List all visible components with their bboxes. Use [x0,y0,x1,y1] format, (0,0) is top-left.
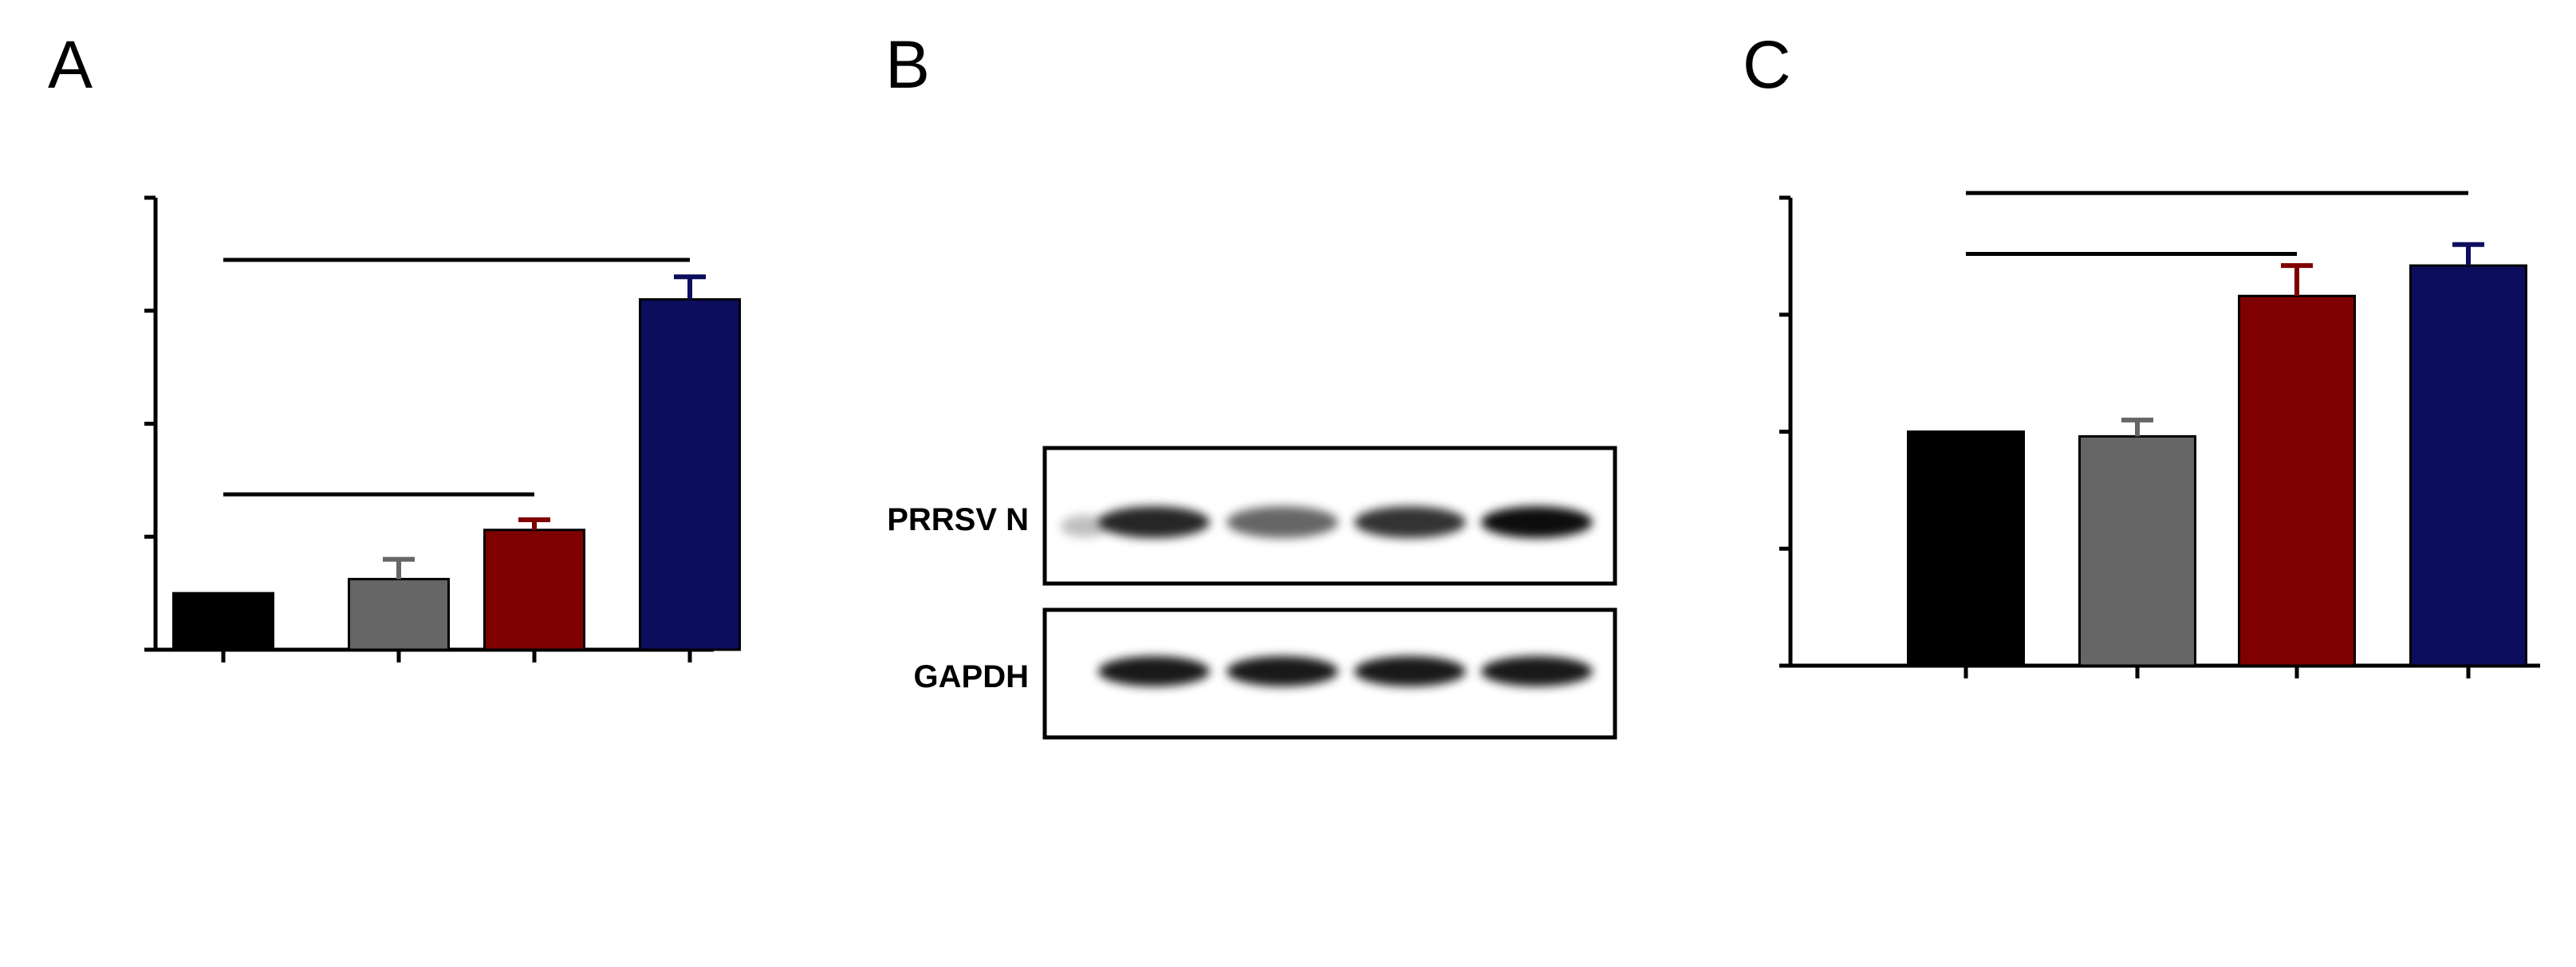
panel-letter-a: A [48,27,93,102]
blot-row-label-gapdh: GAPDH [914,659,1029,694]
band-smear [1061,515,1109,537]
bar-si-ifit3-hp-prrsv [2238,294,2356,667]
band-prrsv-n-hp-prrsv [1098,506,1210,538]
band-gapdh-si-ifit3-hp-prrsv [1354,656,1466,686]
chart-c [1779,191,2540,678]
bar-hp-prrsv [172,592,274,651]
chart-a [144,195,741,662]
blot-row-label-prrsv-n: PRRSV N [887,502,1029,537]
panel-letter-c: C [1743,27,1791,102]
panel-letter-b: B [885,27,930,102]
blot-bands [1061,506,1593,686]
bar-si-ifit5-hp-prrsv [639,298,741,651]
bar-si-nc-hp-prrsv [2078,434,2196,667]
bar-si-nc-hp-prrsv [348,577,450,651]
bar-si-ifit5-hp-prrsv [2409,264,2527,667]
band-prrsv-n-si-ifit3-hp-prrsv [1354,506,1466,538]
band-prrsv-n-si-ifit5-hp-prrsv [1481,506,1593,538]
bar-hp-prrsv [1907,430,2025,667]
band-gapdh-si-nc-hp-prrsv [1227,656,1338,686]
band-gapdh-hp-prrsv [1098,656,1210,686]
band-prrsv-n-si-nc-hp-prrsv [1227,506,1338,538]
bar-si-ifit3-hp-prrsv [483,529,585,651]
band-gapdh-si-ifit5-hp-prrsv [1481,656,1593,686]
western-blot: PRRSV N GAPDH [887,446,1617,740]
